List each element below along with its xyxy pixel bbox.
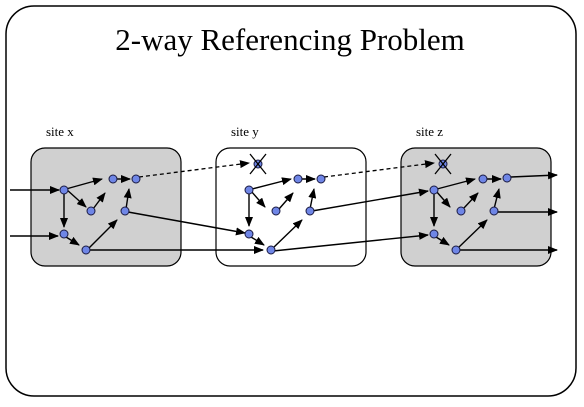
reference-arrow — [308, 188, 317, 210]
reference-arrow — [278, 192, 294, 210]
site-y: site y — [215, 124, 367, 267]
reference-arrow — [435, 190, 451, 208]
blue-dot-node — [429, 229, 439, 239]
remote-reference-arrow — [311, 188, 429, 212]
reference-arrow — [436, 177, 476, 190]
blue-dot-node — [293, 174, 303, 184]
reference-arrow — [65, 177, 103, 190]
reference-arrow — [123, 188, 132, 210]
blue-dot-node — [451, 245, 461, 255]
blue-dot-node — [108, 174, 118, 184]
reference-arrow — [65, 236, 80, 246]
dangling-reference-arrow — [323, 160, 435, 178]
outgoing-arrow — [510, 171, 558, 180]
deleted-object-y — [249, 153, 267, 175]
blue-dot-node — [429, 185, 439, 195]
reference-arrow — [250, 190, 266, 208]
object-nodes — [59, 173, 512, 255]
dangling-references — [138, 160, 435, 178]
reference-arrow — [251, 177, 292, 190]
blue-dot-node — [478, 174, 488, 184]
reference-arrow — [462, 192, 479, 210]
reference-arrows — [10, 171, 558, 254]
blue-dot-node — [244, 185, 254, 195]
blue-dot-node — [266, 245, 276, 255]
remote-reference-arrow — [127, 211, 246, 236]
blue-dot-node — [86, 206, 96, 216]
site-y-box — [215, 147, 367, 267]
blue-dot-node — [305, 206, 315, 216]
blue-dot-node — [81, 245, 91, 255]
reference-arrow — [457, 219, 488, 249]
reference-arrow — [92, 192, 106, 210]
reference-arrow — [65, 188, 87, 208]
reference-arrow — [250, 236, 265, 246]
site-y-label: site y — [231, 124, 259, 139]
site-x-label: site x — [46, 124, 74, 139]
blue-dot-node — [456, 206, 466, 216]
blue-dot-node — [120, 206, 130, 216]
blue-dot-node — [489, 206, 499, 216]
site-z-box — [400, 147, 552, 267]
blue-dot-node — [271, 206, 281, 216]
cross-icon — [434, 153, 452, 175]
blue-dot-node — [131, 174, 141, 184]
reference-arrow — [435, 236, 450, 246]
remote-reference-arrow — [272, 231, 429, 252]
reference-arrow — [492, 188, 501, 210]
reference-arrow — [272, 219, 303, 249]
dangling-reference-arrow — [138, 160, 250, 178]
deleted-object-z — [434, 153, 452, 175]
site-x: site x — [30, 124, 182, 267]
cross-icon — [249, 153, 267, 175]
site-x-box — [30, 147, 182, 267]
blue-dot-node — [59, 229, 69, 239]
blue-dot-node — [59, 185, 69, 195]
reference-arrow — [88, 219, 118, 249]
blue-dot-node — [316, 174, 326, 184]
blue-dot-node — [502, 173, 512, 183]
site-z-label: site z — [416, 124, 443, 139]
page-title: 2-way Referencing Problem — [115, 22, 465, 57]
blue-dot-node — [244, 229, 254, 239]
